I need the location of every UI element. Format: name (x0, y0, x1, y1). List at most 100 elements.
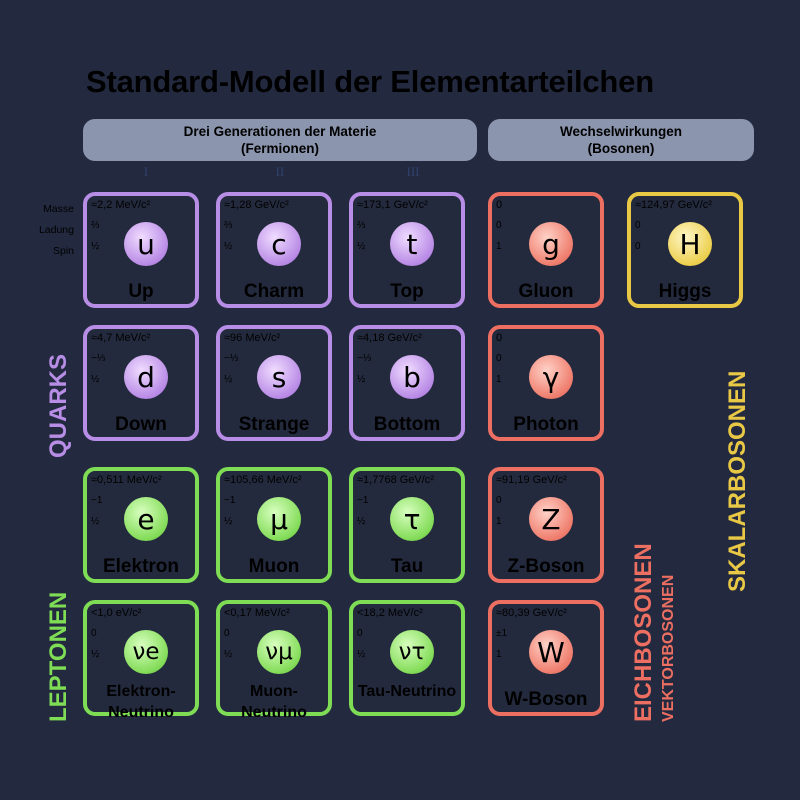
generation-label-3: III (406, 164, 420, 179)
particle-name: Gluon (518, 281, 574, 302)
particle-symbol: τ (390, 497, 434, 541)
particle-name: Bottom (373, 414, 441, 435)
particle-card-z-boson: ≈91,19 GeV/c² 0 1 Z Z-Boson (488, 467, 604, 583)
particle-mass: 0 (496, 332, 503, 344)
particle-charge: 0 (357, 628, 363, 639)
particle-mass: ≈124,97 GeV/c² (635, 199, 712, 211)
quarks-label: QUARKS (45, 353, 72, 458)
particle-mass: <0,17 MeV/c² (224, 607, 290, 619)
particle-mass: ≈105,66 MeV/c² (224, 474, 302, 486)
particle-symbol: ντ (390, 630, 434, 674)
particle-mass: ≈4,7 MeV/c² (91, 332, 151, 344)
bosons-banner-line1: Wechselwirkungen (559, 124, 683, 139)
particle-mass: ≈80,39 GeV/c² (496, 607, 567, 619)
fermions-banner: Drei Generationen der Materie (Fermionen… (83, 119, 477, 161)
particle-name: Muon-​Neutrino (241, 683, 307, 721)
generation-label-2: II (275, 164, 285, 179)
particle-charge: 0 (91, 628, 97, 639)
particle-spin: ½ (91, 241, 100, 252)
gauge-bosons-label: EICHBOSONEN (630, 543, 657, 722)
particle-name: Down (115, 414, 167, 435)
particle-name: Top (390, 281, 424, 302)
particle-mass: ≈91,19 GeV/c² (496, 474, 567, 486)
particle-charge: ±1 (496, 628, 508, 639)
particle-charge: −1 (357, 495, 369, 506)
particle-charge: 0 (496, 495, 502, 506)
row-label-charge: Ladung (38, 224, 74, 236)
fermions-banner-line1: Drei Generationen der Materie (183, 124, 377, 139)
particle-name: W-Boson (504, 689, 588, 710)
particle-charge: ⅔ (91, 220, 100, 231)
particle-symbol: t (390, 222, 434, 266)
particle-name: Elektron-​Neutrino (106, 683, 176, 721)
particle-mass: <1,0 eV/c² (91, 607, 142, 619)
particle-charge: −1 (224, 495, 236, 506)
particle-charge: 0 (224, 628, 230, 639)
particle-mass: ≈2,2 MeV/c² (91, 199, 151, 211)
scalar-bosons-label: SKALARBOSONEN (724, 370, 751, 592)
particle-name: Z-Boson (507, 556, 585, 577)
particle-spin: ½ (357, 516, 366, 527)
particle-mass: ≈4,18 GeV/c² (357, 332, 422, 344)
particle-symbol: s (257, 355, 301, 399)
particle-symbol: γ (529, 355, 573, 399)
particle-symbol: H (668, 222, 712, 266)
particle-spin: ½ (91, 516, 100, 527)
particle-spin: 1 (496, 241, 502, 252)
particle-spin: ½ (357, 374, 366, 385)
generation-label-1: I (143, 164, 149, 179)
particle-mass: ≈96 MeV/c² (224, 332, 281, 344)
particle-charge: −1 (91, 495, 103, 506)
bosons-banner-line2: (Bosonen) (587, 141, 655, 156)
particle-name: Up (128, 281, 154, 302)
particle-spin: ½ (91, 374, 100, 385)
particle-mass: ≈173,1 GeV/c² (357, 199, 428, 211)
particle-symbol: W (529, 630, 573, 674)
particle-symbol: Z (529, 497, 573, 541)
particle-symbol: b (390, 355, 434, 399)
particle-charge: 0 (496, 353, 502, 364)
particle-symbol: g (529, 222, 573, 266)
particle-spin: 1 (496, 649, 502, 660)
particle-symbol: d (124, 355, 168, 399)
particle-mass: ≈1,7768 GeV/c² (357, 474, 434, 486)
fermions-banner-line2: (Fermionen) (240, 141, 319, 156)
particle-name: Muon (248, 556, 300, 577)
vector-bosons-label: VEKTORBOSONEN (660, 574, 677, 722)
particle-spin: ½ (357, 241, 366, 252)
particle-spin: ½ (224, 516, 233, 527)
particle-charge: ⅔ (224, 220, 233, 231)
particle-mass: ≈0,511 MeV/c² (91, 474, 162, 486)
particle-spin: ½ (224, 241, 233, 252)
particle-name: Higgs (658, 281, 712, 302)
page-title: Standard-Modell der Elementarteilchen (86, 64, 654, 99)
particle-spin: ½ (357, 649, 366, 660)
particle-symbol: e (124, 497, 168, 541)
leptons-label: LEPTONEN (45, 591, 72, 722)
particle-card-w-boson: ≈80,39 GeV/c² ±1 1 W W-Boson (488, 600, 604, 716)
particle-symbol: u (124, 222, 168, 266)
particle-charge: −⅓ (357, 353, 372, 364)
particle-spin: 1 (496, 516, 502, 527)
particle-charge: 0 (496, 220, 502, 231)
particle-charge: 0 (635, 220, 641, 231)
particle-name: Tau-​Neutrino (357, 683, 457, 700)
row-label-spin: Spin (52, 245, 74, 257)
particle-name: Elektron (102, 556, 180, 577)
row-label-mass: Masse (43, 203, 74, 215)
particle-symbol: c (257, 222, 301, 266)
particle-name: Photon (513, 414, 579, 435)
